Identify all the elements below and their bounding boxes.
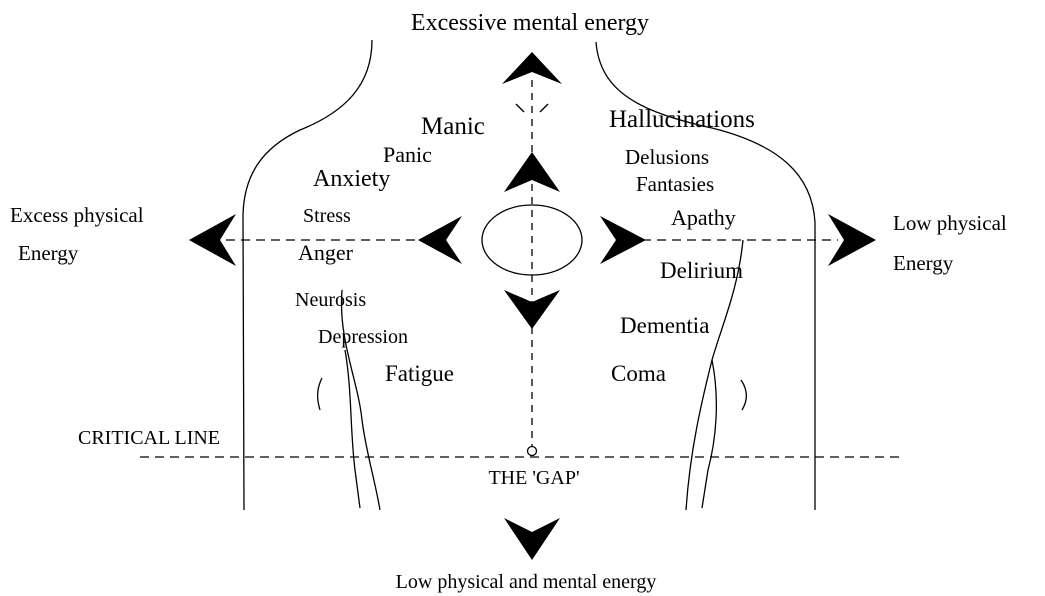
top-outer-arrow-head: [502, 52, 562, 84]
right-center-arrow-head: [600, 216, 646, 264]
state-delusions: Delusions: [625, 145, 709, 169]
right-outer-arrow-head: [828, 214, 876, 266]
gap-label: THE 'GAP': [488, 467, 579, 489]
axes: [140, 80, 900, 457]
state-manic: Manic: [421, 113, 485, 140]
state-apathy: Apathy: [671, 205, 736, 230]
state-coma: Coma: [611, 361, 666, 386]
state-depression: Depression: [318, 326, 408, 348]
state-panic: Panic: [383, 142, 432, 167]
top-tick-left: [516, 104, 524, 112]
right-label-line2: Energy: [893, 251, 954, 275]
bottom-label: Low physical and mental energy: [396, 571, 657, 593]
top-tick-right: [540, 104, 548, 112]
state-anxiety: Anxiety: [313, 166, 390, 192]
state-stress: Stress: [303, 205, 351, 227]
right-hand-mark: [741, 380, 746, 410]
state-neurosis: Neurosis: [295, 289, 366, 311]
down-arrow-head: [504, 290, 560, 329]
state-dementia: Dementia: [620, 313, 709, 338]
top-label: Excessive mental energy: [411, 10, 649, 36]
right-label-line1: Low physical: [893, 211, 1007, 235]
critical-line-label: CRITICAL LINE: [78, 427, 220, 449]
state-fatigue: Fatigue: [385, 361, 454, 386]
left-hand-mark: [318, 378, 322, 410]
state-fantasies: Fantasies: [636, 172, 714, 196]
state-delirium: Delirium: [660, 258, 743, 283]
bottom-arrow-head: [504, 518, 560, 560]
left-arm-line: [341, 290, 380, 510]
gap-node: [528, 447, 537, 456]
left-label-line2: Energy: [18, 241, 79, 265]
state-anger: Anger: [298, 240, 354, 265]
right-arm-inner-line: [702, 360, 716, 508]
left-center-arrow-head: [418, 216, 462, 264]
left-label-line1: Excess physical: [10, 203, 144, 227]
state-hallucinations: Hallucinations: [609, 106, 755, 133]
